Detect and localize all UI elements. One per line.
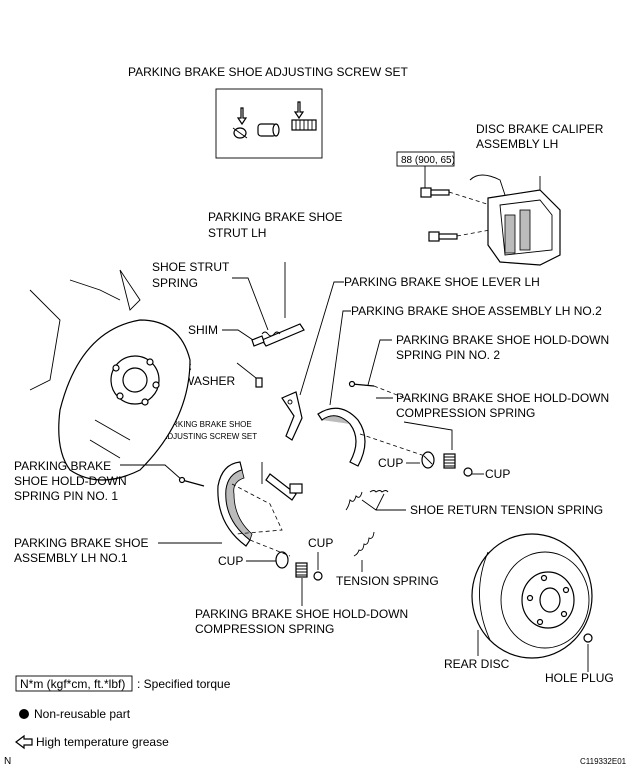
cup-left-part	[275, 551, 289, 569]
legend-torque-desc: : Specified torque	[137, 677, 231, 691]
label-assembly-no1-2: ASSEMBLY LH NO.1	[14, 551, 128, 565]
label-pin-no1-3: SPRING PIN NO. 1	[14, 489, 118, 503]
label-comp-lower-2: COMPRESSION SPRING	[195, 622, 334, 636]
grease-arrow-icon	[236, 101, 305, 126]
label-strut-2: STRUT LH	[208, 226, 266, 240]
label-cup-right-1: CUP	[378, 456, 403, 470]
label-hole-plug: HOLE PLUG	[545, 671, 614, 685]
label-pin-no1-2: SHOE HOLD-DOWN	[14, 474, 127, 488]
hold-down-spring-upper	[443, 453, 456, 469]
label-assembly-no1-1: PARKING BRAKE SHOE	[14, 536, 148, 550]
label-rear-disc: REAR DISC	[444, 657, 510, 671]
shoe-strut-spring	[261, 331, 281, 337]
tension-spring-part	[353, 531, 375, 557]
cup-center-part	[313, 571, 323, 581]
rear-disc	[471, 533, 593, 659]
caliper-bolt-lower	[428, 231, 458, 242]
label-assembly-no2: PARKING BRAKE SHOE ASSEMBLY LH NO.2	[351, 304, 602, 318]
hold-down-pin-no1	[178, 476, 205, 487]
label-comp-upper-2: COMPRESSION SPRING	[396, 406, 535, 420]
shoe-return-spring-parts	[345, 490, 389, 511]
hold-down-spring-lower	[295, 562, 308, 578]
hold-down-pin-no2	[348, 380, 375, 388]
adjusting-screw-part	[265, 473, 303, 501]
legend-grease-arrow-icon	[15, 734, 33, 750]
label-shoe-strut-spring-1: SHOE STRUT	[152, 260, 230, 274]
footer-code: C119332E01	[580, 757, 627, 766]
label-pin-no2-2: SPRING PIN NO. 2	[396, 348, 500, 362]
legend-grease: High temperature grease	[36, 735, 169, 749]
label-caliper-2: ASSEMBLY LH	[476, 137, 558, 151]
label-cup-center: CUP	[308, 536, 333, 550]
adjusting-screw-inset-parts	[232, 119, 317, 139]
label-comp-upper-1: PARKING BRAKE SHOE HOLD-DOWN	[396, 391, 609, 405]
label-caliper-1: DISC BRAKE CALIPER	[476, 122, 604, 136]
cup-right-1-part	[421, 451, 435, 469]
shoe-assembly-no1	[217, 461, 253, 547]
label-adjusting-screw-set-title: PARKING BRAKE SHOE ADJUSTING SCREW SET	[128, 65, 408, 79]
label-adj-screw-inline-1: PARKING BRAKE SHOE	[162, 420, 252, 429]
backing-plate-and-hub	[29, 269, 191, 481]
label-pin-no1-1: PARKING BRAKE	[14, 459, 111, 473]
label-c-washer-2: WASHER	[183, 374, 236, 388]
torque-value: 88 (900, 65)	[401, 155, 455, 166]
shoe-assembly-no2	[317, 407, 366, 467]
torque-box	[396, 151, 455, 167]
legend-torque-unit: N*m (kgf*cm, ft.*lbf)	[20, 677, 125, 691]
label-shoe-return-spring: SHOE RETURN TENSION SPRING	[410, 503, 603, 517]
hole-plug-part	[583, 633, 593, 643]
label-tension-spring: TENSION SPRING	[336, 574, 439, 588]
label-shim: SHIM	[188, 323, 218, 337]
c-washer-part	[255, 377, 263, 388]
legend-non-reusable-icon	[19, 709, 29, 719]
label-cup-right-2: CUP	[485, 467, 510, 481]
cup-right-2-part	[463, 467, 473, 477]
label-cup-left: CUP	[218, 554, 243, 568]
label-lever: PARKING BRAKE SHOE LEVER LH	[344, 275, 540, 289]
legend-torque-box	[15, 675, 133, 692]
label-shoe-strut-spring-2: SPRING	[152, 276, 198, 290]
shim-part	[251, 335, 265, 347]
shoe-strut	[261, 323, 305, 347]
label-strut-1: PARKING BRAKE SHOE	[208, 210, 342, 224]
footer-orientation: N	[4, 756, 11, 767]
caliper-body	[469, 174, 561, 266]
label-pin-no2-1: PARKING BRAKE SHOE HOLD-DOWN	[396, 333, 609, 347]
legend-non-reusable: Non-reusable part	[34, 707, 131, 721]
shoe-lever	[281, 391, 303, 441]
adjusting-screw-inset-frame	[215, 88, 323, 159]
label-adj-screw-inline-2: ADJUSTING SCREW SET	[162, 432, 257, 441]
caliper-bolt-upper	[420, 187, 450, 198]
label-comp-lower-1: PARKING BRAKE SHOE HOLD-DOWN	[195, 607, 408, 621]
